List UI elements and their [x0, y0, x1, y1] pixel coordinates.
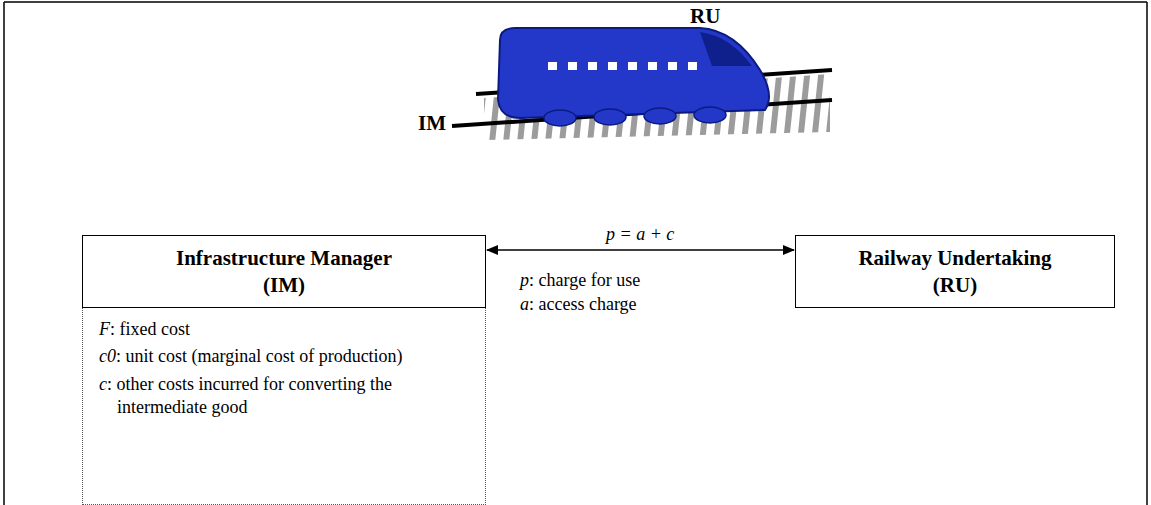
train	[498, 28, 769, 126]
cost-item: F: fixed cost	[99, 318, 471, 341]
train-label: RU	[690, 4, 720, 29]
frame-line	[1146, 2, 1148, 505]
cost-item: c0: unit cost (marginal cost of producti…	[99, 345, 471, 368]
definition-note: p: charge for use	[520, 270, 640, 291]
frame-line	[4, 1, 1147, 3]
edge-label: p = a + c	[602, 224, 678, 245]
track-label: IM	[418, 111, 446, 136]
frame-line	[3, 2, 5, 505]
actor-box: Infrastructure Manager (IM)	[82, 235, 486, 308]
box-title: Railway Undertaking (RU)	[841, 245, 1069, 298]
access-arrow	[487, 249, 794, 251]
cost-item: c: other costs incurred for converting t…	[99, 373, 471, 420]
definition-note: a: access charge	[520, 294, 637, 315]
actor-box: Railway Undertaking (RU)	[795, 235, 1115, 308]
cost-box: F: fixed cost c0: unit cost (marginal cos…	[82, 308, 486, 505]
box-title: Infrastructure Manager (IM)	[153, 245, 415, 298]
